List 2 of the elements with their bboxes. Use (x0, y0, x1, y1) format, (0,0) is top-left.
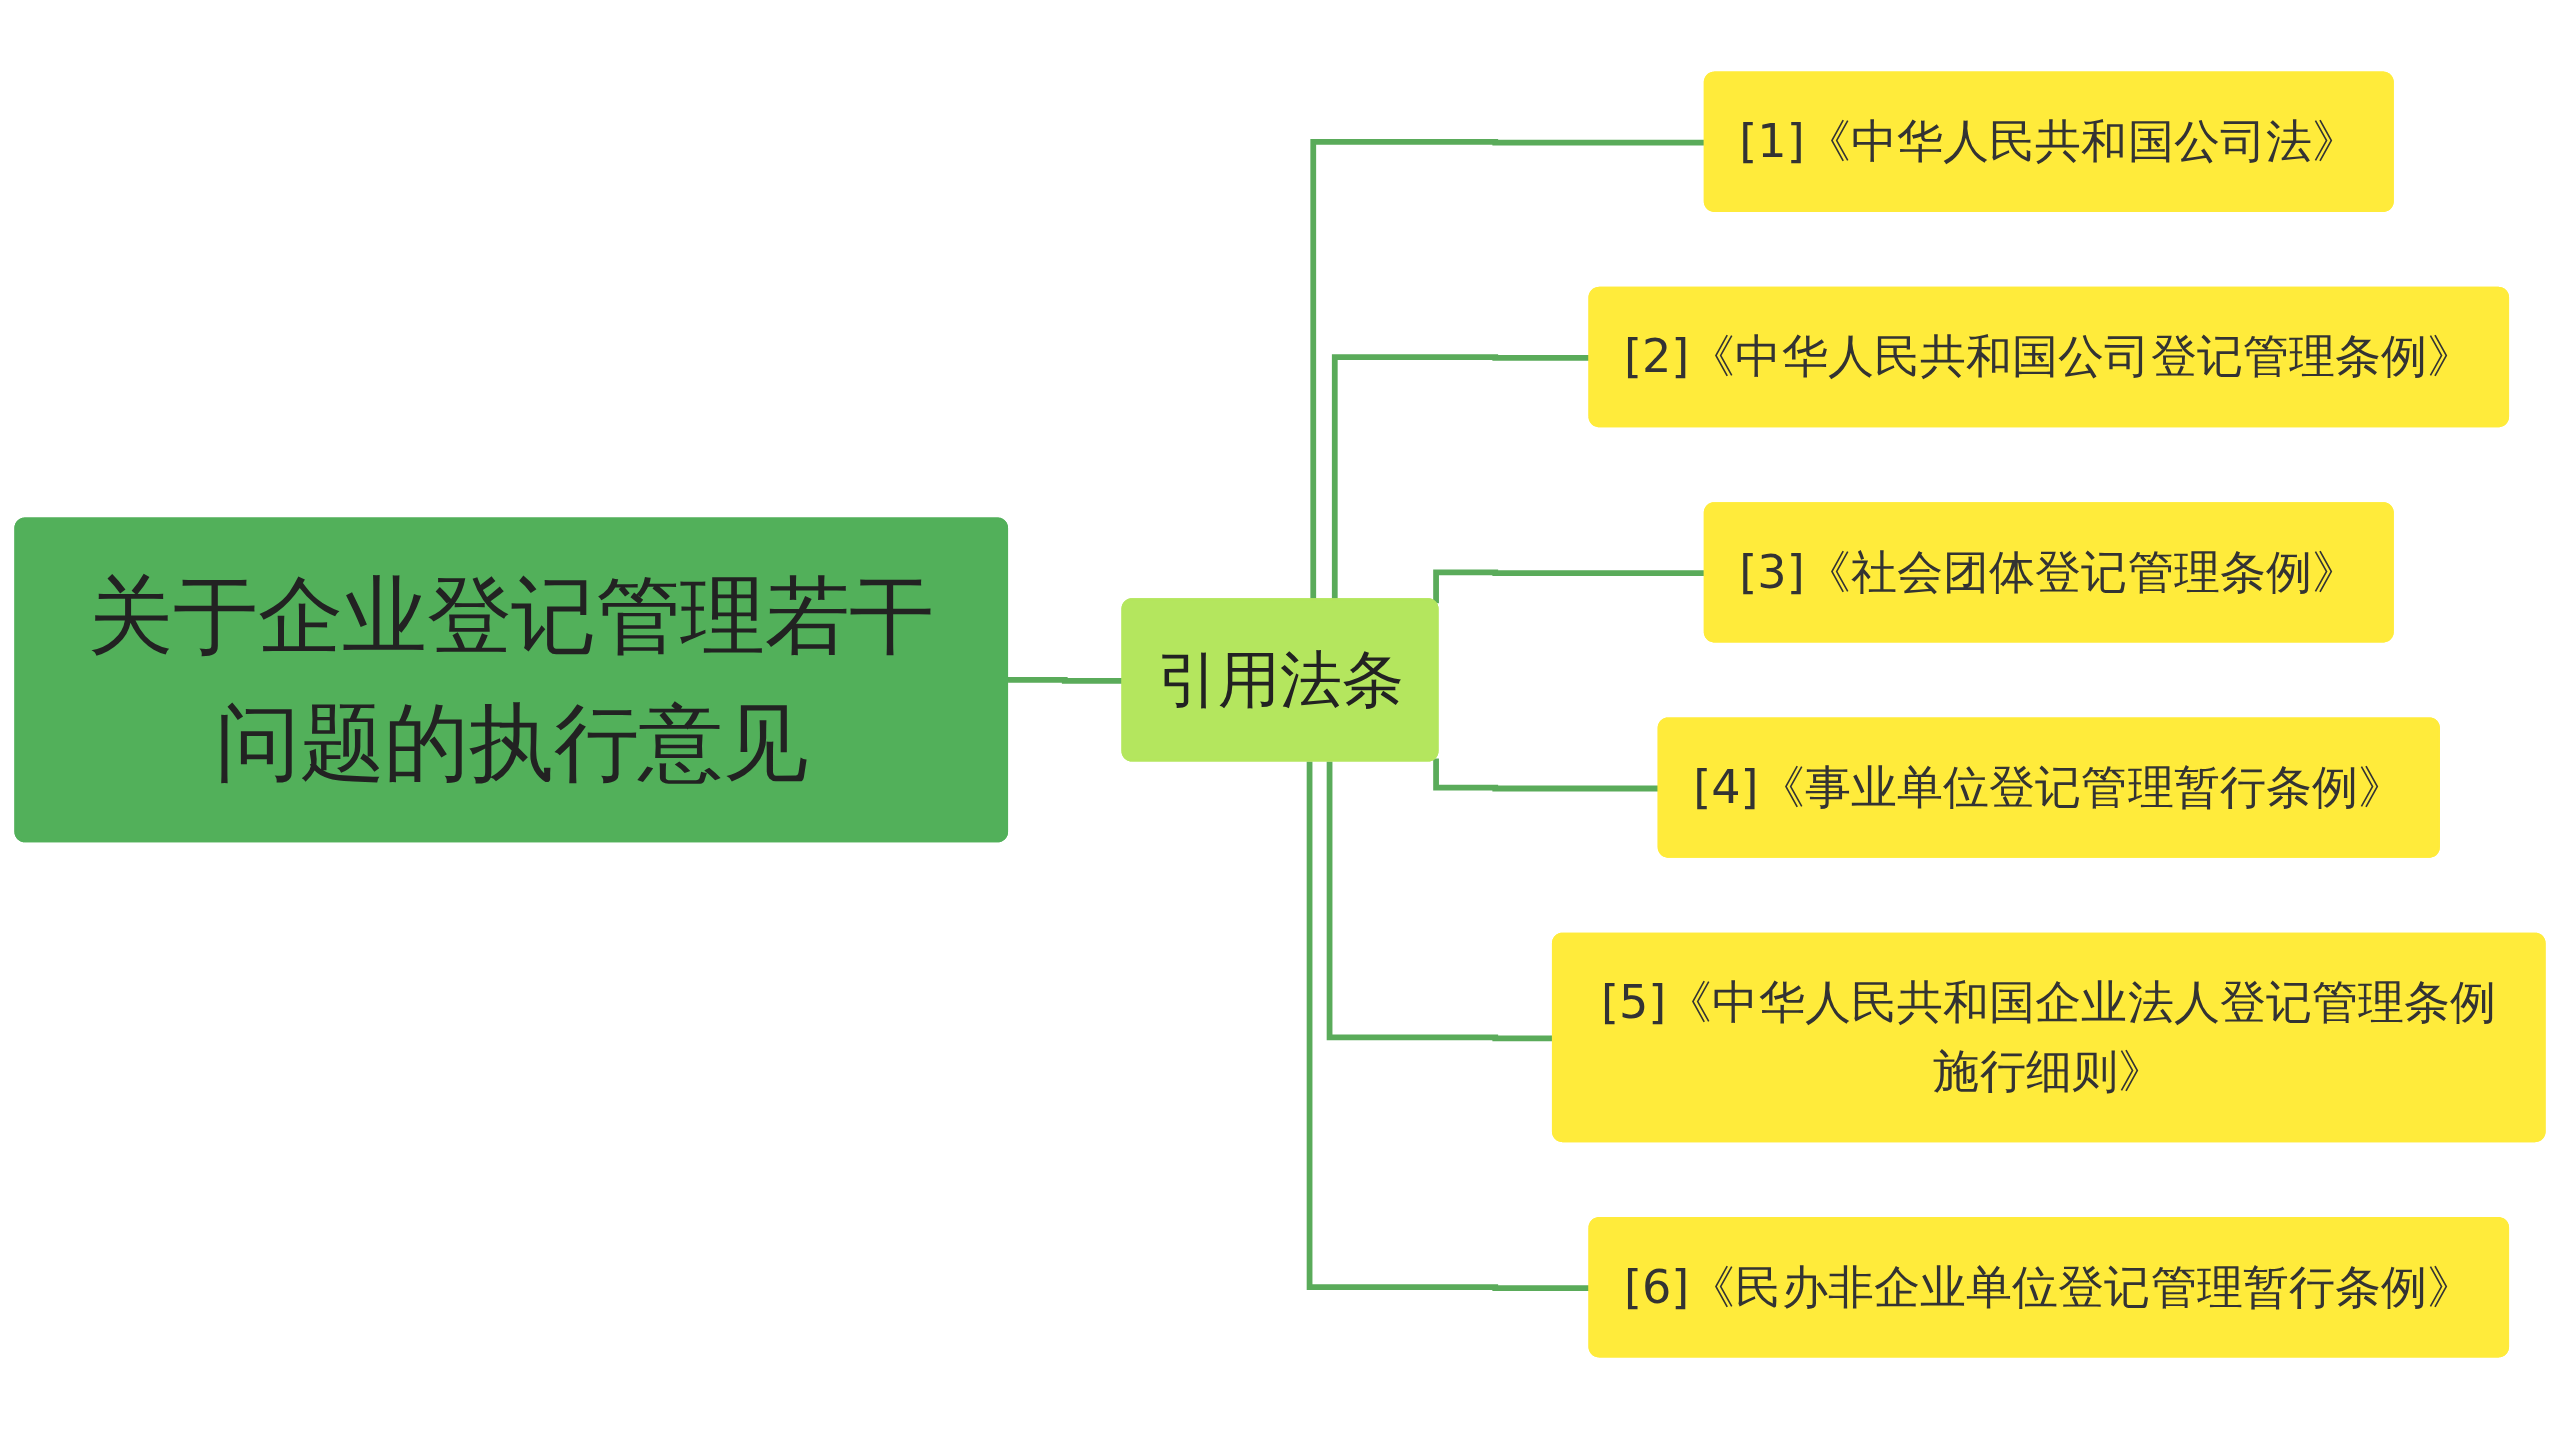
connector (1433, 758, 1660, 792)
connector (1433, 569, 1706, 604)
